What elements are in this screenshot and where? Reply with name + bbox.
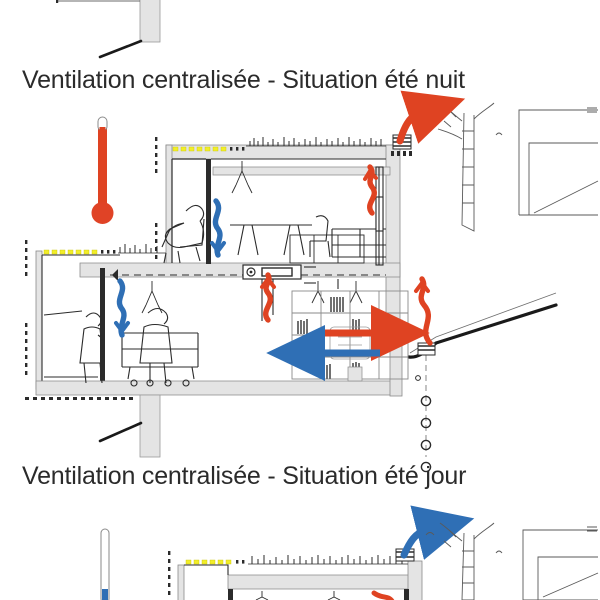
airflow-cool-lower (114, 278, 130, 338)
dimension-guides (25, 137, 158, 400)
day-dimension-guides (168, 551, 171, 595)
thermometer-cold-icon (100, 528, 110, 600)
day-roof-shell (177, 560, 423, 600)
airflow-warm-upper (363, 164, 378, 216)
day-tree (425, 522, 503, 600)
duct-network (110, 266, 386, 321)
day-pendant-lamps (255, 591, 341, 600)
day-solar-shading (185, 559, 245, 565)
section-drawing-day (100, 505, 599, 600)
panel-title-night: Ventilation centralisée - Situation été … (22, 66, 465, 94)
exhaust-vent-ground (417, 342, 436, 356)
day-airflow-warm-interior (371, 590, 395, 600)
airflow-warm-exterior-shaft (414, 276, 433, 346)
lower-volume-shell (35, 250, 403, 397)
airflow-warm-exhaust-roof (396, 90, 466, 145)
panel-top-cropped (0, 0, 600, 60)
panel-night (0, 90, 600, 473)
roof-texture-lower (118, 244, 166, 254)
top-cropped-drawing (56, 0, 161, 59)
day-roof-texture (248, 555, 408, 565)
wall-column-top (139, 0, 161, 43)
day-airflow-cool-exhaust (400, 505, 475, 560)
pendant-lamps-lower (141, 281, 363, 314)
upper-roof-slope (212, 166, 391, 176)
airflow-cool-upper (210, 198, 226, 258)
tree (437, 102, 503, 232)
thermometer-hot-icon (91, 116, 114, 224)
desk-furniture (121, 332, 199, 387)
panel-title-day: Ventilation centralisée - Situation été … (22, 462, 467, 490)
roof-texture-upper (246, 137, 386, 147)
dash-marks-top (56, 0, 59, 3)
ventilation-unit (242, 264, 302, 280)
guide-upper-left (155, 137, 158, 259)
foundation (98, 366, 363, 458)
dining-set (230, 215, 386, 258)
vertical-shaft (375, 166, 384, 266)
day-columns (228, 589, 409, 600)
solar-shading-lower (43, 249, 116, 255)
terrain-line-top (98, 39, 143, 59)
standing-person-desk (139, 307, 173, 384)
airflow-warm-lower (260, 272, 276, 323)
day-neighbour-building (522, 526, 599, 600)
window-grid-right (289, 234, 365, 264)
solar-shading-upper (172, 146, 245, 152)
panel-day (0, 505, 600, 600)
guide-ground-dashes (25, 397, 133, 400)
guide-lower-left (25, 240, 28, 375)
armchair-with-person (161, 204, 205, 264)
pendant-lamps-upper (231, 161, 253, 194)
geothermal-probe (415, 355, 432, 473)
neighbour-building-outline (518, 107, 599, 216)
standing-person-left (79, 312, 105, 384)
section-drawing-night (25, 90, 599, 473)
window-railing-left (43, 310, 83, 316)
